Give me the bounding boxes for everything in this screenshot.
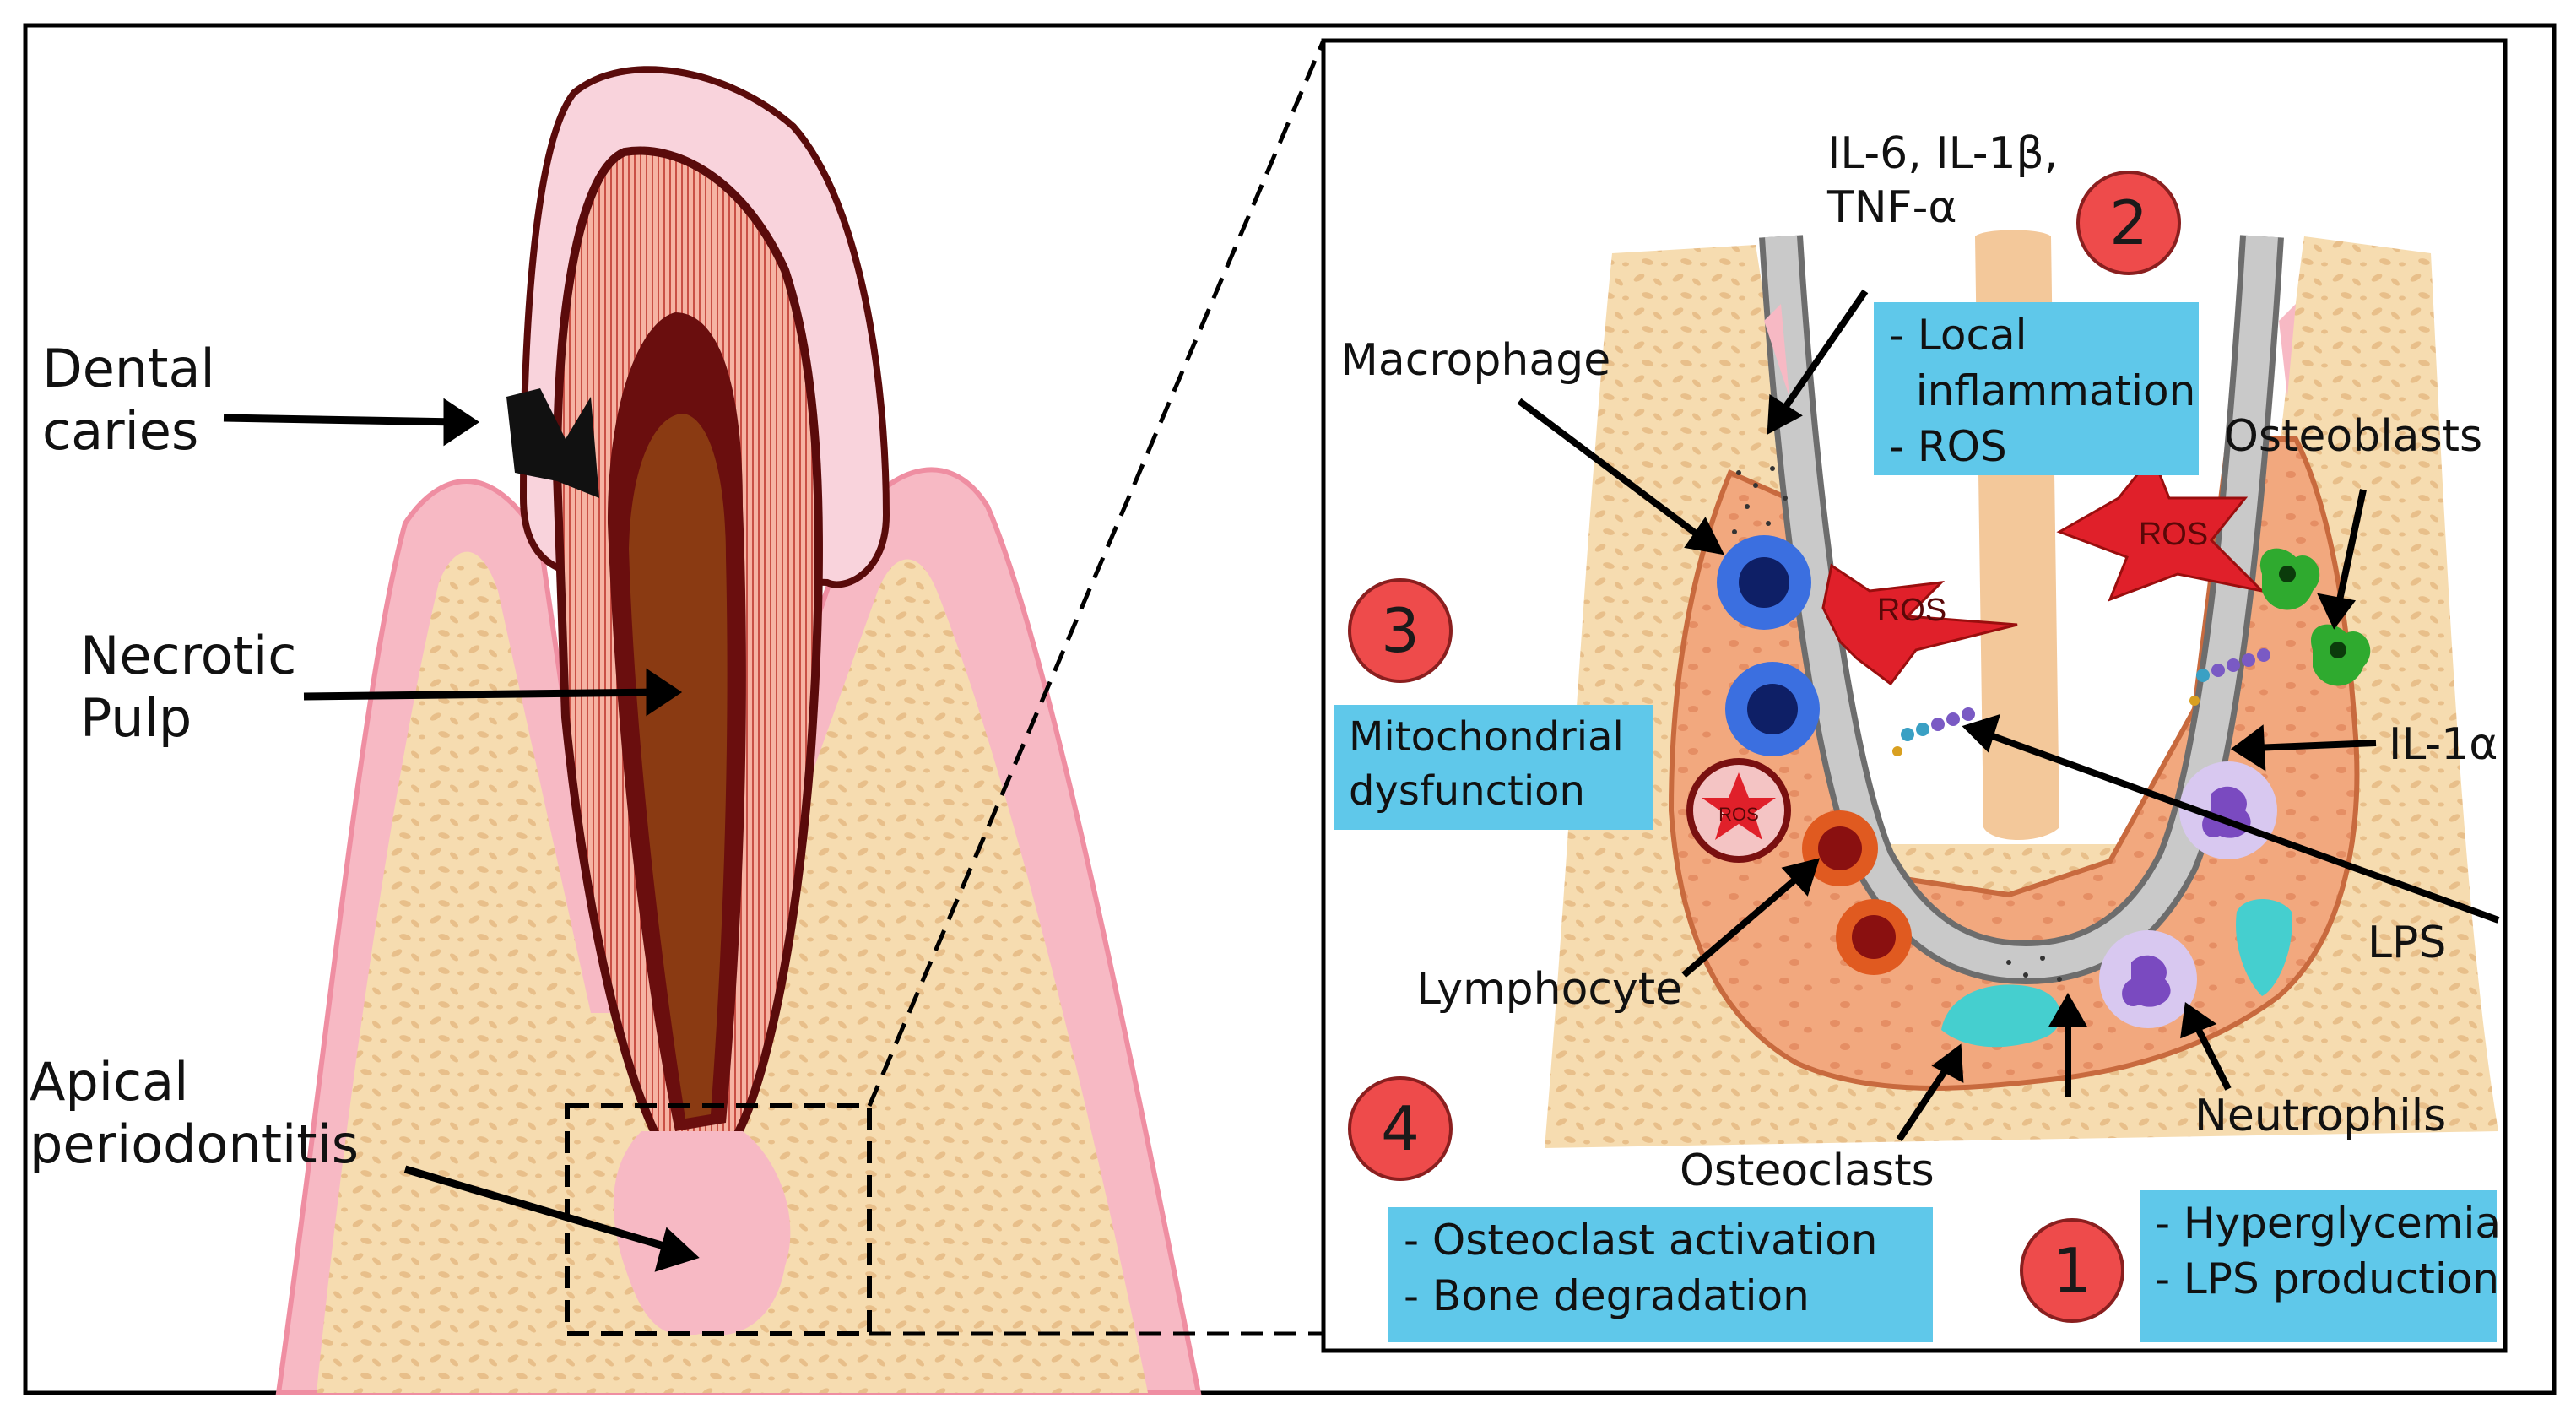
root-dentin-inner: [1765, 235, 2278, 979]
ros-label-2: ROS: [2139, 517, 2208, 552]
macrophage-label: Macrophage: [1340, 335, 1611, 386]
lps-label: LPS: [2368, 918, 2447, 968]
dental-caries-label: Dental caries: [42, 338, 215, 462]
tooth-illustration: [275, 66, 1202, 1395]
step-3-box: Mitochondrial dysfunction: [1334, 705, 1653, 830]
step-3-badge: 3: [1348, 578, 1453, 683]
zoom-arrows: [1517, 289, 2500, 1142]
alveolar-bone: [317, 551, 1148, 1393]
step-1-badge: 1: [2020, 1218, 2124, 1323]
damaged-cell: ROS: [1686, 758, 1791, 863]
step-4-badge: 4: [1348, 1076, 1453, 1181]
caries-lesion: [506, 388, 599, 498]
left-arrows: [223, 398, 700, 1272]
osteoclast-cells: [1941, 899, 2292, 1048]
osteoclasts-label: Osteoclasts: [1680, 1146, 1935, 1196]
ros-label-1: ROS: [1877, 593, 1946, 628]
zoom-illustration: ROS ROS ROS: [1517, 230, 2500, 1148]
lymphocyte-cells: [1802, 810, 1912, 975]
neutrophil-cells: [2099, 761, 2277, 1028]
svg-text:ROS: ROS: [1718, 804, 1759, 825]
necrotic-pulp: [629, 414, 728, 1119]
osteoblast-cells: [2260, 548, 2371, 686]
outer-frame: [23, 23, 2557, 1395]
lps-molecules: [1892, 648, 2270, 756]
zoom-connector-top: [867, 40, 1326, 1107]
step-2-box: - Local inflammation - ROS: [1874, 302, 2199, 475]
step-2-badge: 2: [2076, 171, 2181, 275]
step-1-box: - Hyperglycemia - LPS production: [2140, 1190, 2501, 1342]
osteoblasts-label: Osteoblasts: [2224, 411, 2483, 462]
neutrophils-label: Neutrophils: [2194, 1091, 2447, 1141]
lymphocyte-label: Lymphocyte: [1416, 964, 1683, 1015]
apical-lesion: [613, 1131, 791, 1335]
step-4-box: - Osteoclast activation - Bone degradati…: [1388, 1207, 1933, 1342]
cytokines-label: IL-6, IL-1β, TNF-α: [1827, 128, 2059, 233]
apical-periodontitis-label: Apical periodontitis: [30, 1051, 360, 1175]
necrotic-pulp-label: Necrotic Pulp: [80, 625, 297, 749]
macrophage-cells: [1717, 535, 1820, 756]
il1a-label: IL-1α: [2389, 719, 2498, 770]
